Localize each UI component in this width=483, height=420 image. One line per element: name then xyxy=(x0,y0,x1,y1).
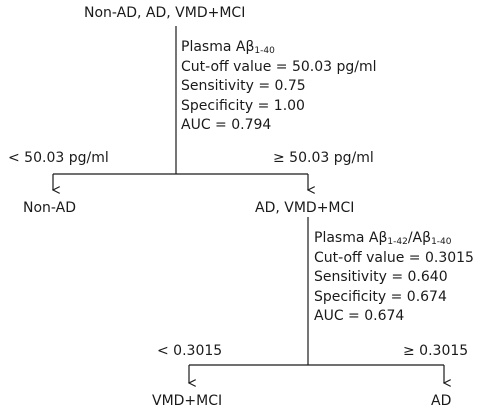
split1-cutoff: Cut-off value = 50.03 pg/ml xyxy=(181,58,377,75)
split2-auc: AUC = 0.674 xyxy=(314,308,405,324)
split1-marker: Plasma Aβ1-40 xyxy=(181,39,275,56)
root-node-label: Non-AD, AD, VMD+MCI xyxy=(84,5,246,21)
split1-sensitivity: Sensitivity = 0.75 xyxy=(181,78,306,94)
split2-left-condition: < 0.3015 xyxy=(157,343,223,359)
split1-specificity: Specificity = 1.00 xyxy=(181,97,305,114)
split2-marker: Plasma Aβ1-42/Aβ1-40 xyxy=(314,230,452,247)
split1-right-outcome: AD, VMD+MCI xyxy=(255,200,355,216)
split1-left-condition: < 50.03 pg/ml xyxy=(8,150,109,166)
split1-auc: AUC = 0.794 xyxy=(181,117,272,133)
split1-left-outcome: Non-AD xyxy=(23,200,77,216)
split1-right-condition: ≥ 50.03 pg/ml xyxy=(273,150,374,166)
split2-specificity: Specificity = 0.674 xyxy=(314,288,447,305)
split2-cutoff: Cut-off value = 0.3015 xyxy=(314,249,474,266)
split2-left-outcome: VMD+MCI xyxy=(152,393,223,409)
split2-criteria: Plasma Aβ1-42/Aβ1-40 Cut-off value = 0.3… xyxy=(314,229,474,327)
split1-criteria: Plasma Aβ1-40 Cut-off value = 50.03 pg/m… xyxy=(181,38,377,136)
split2-right-outcome: AD xyxy=(431,393,452,409)
split2-right-condition: ≥ 0.3015 xyxy=(403,343,469,359)
split2-sensitivity: Sensitivity = 0.640 xyxy=(314,269,448,285)
